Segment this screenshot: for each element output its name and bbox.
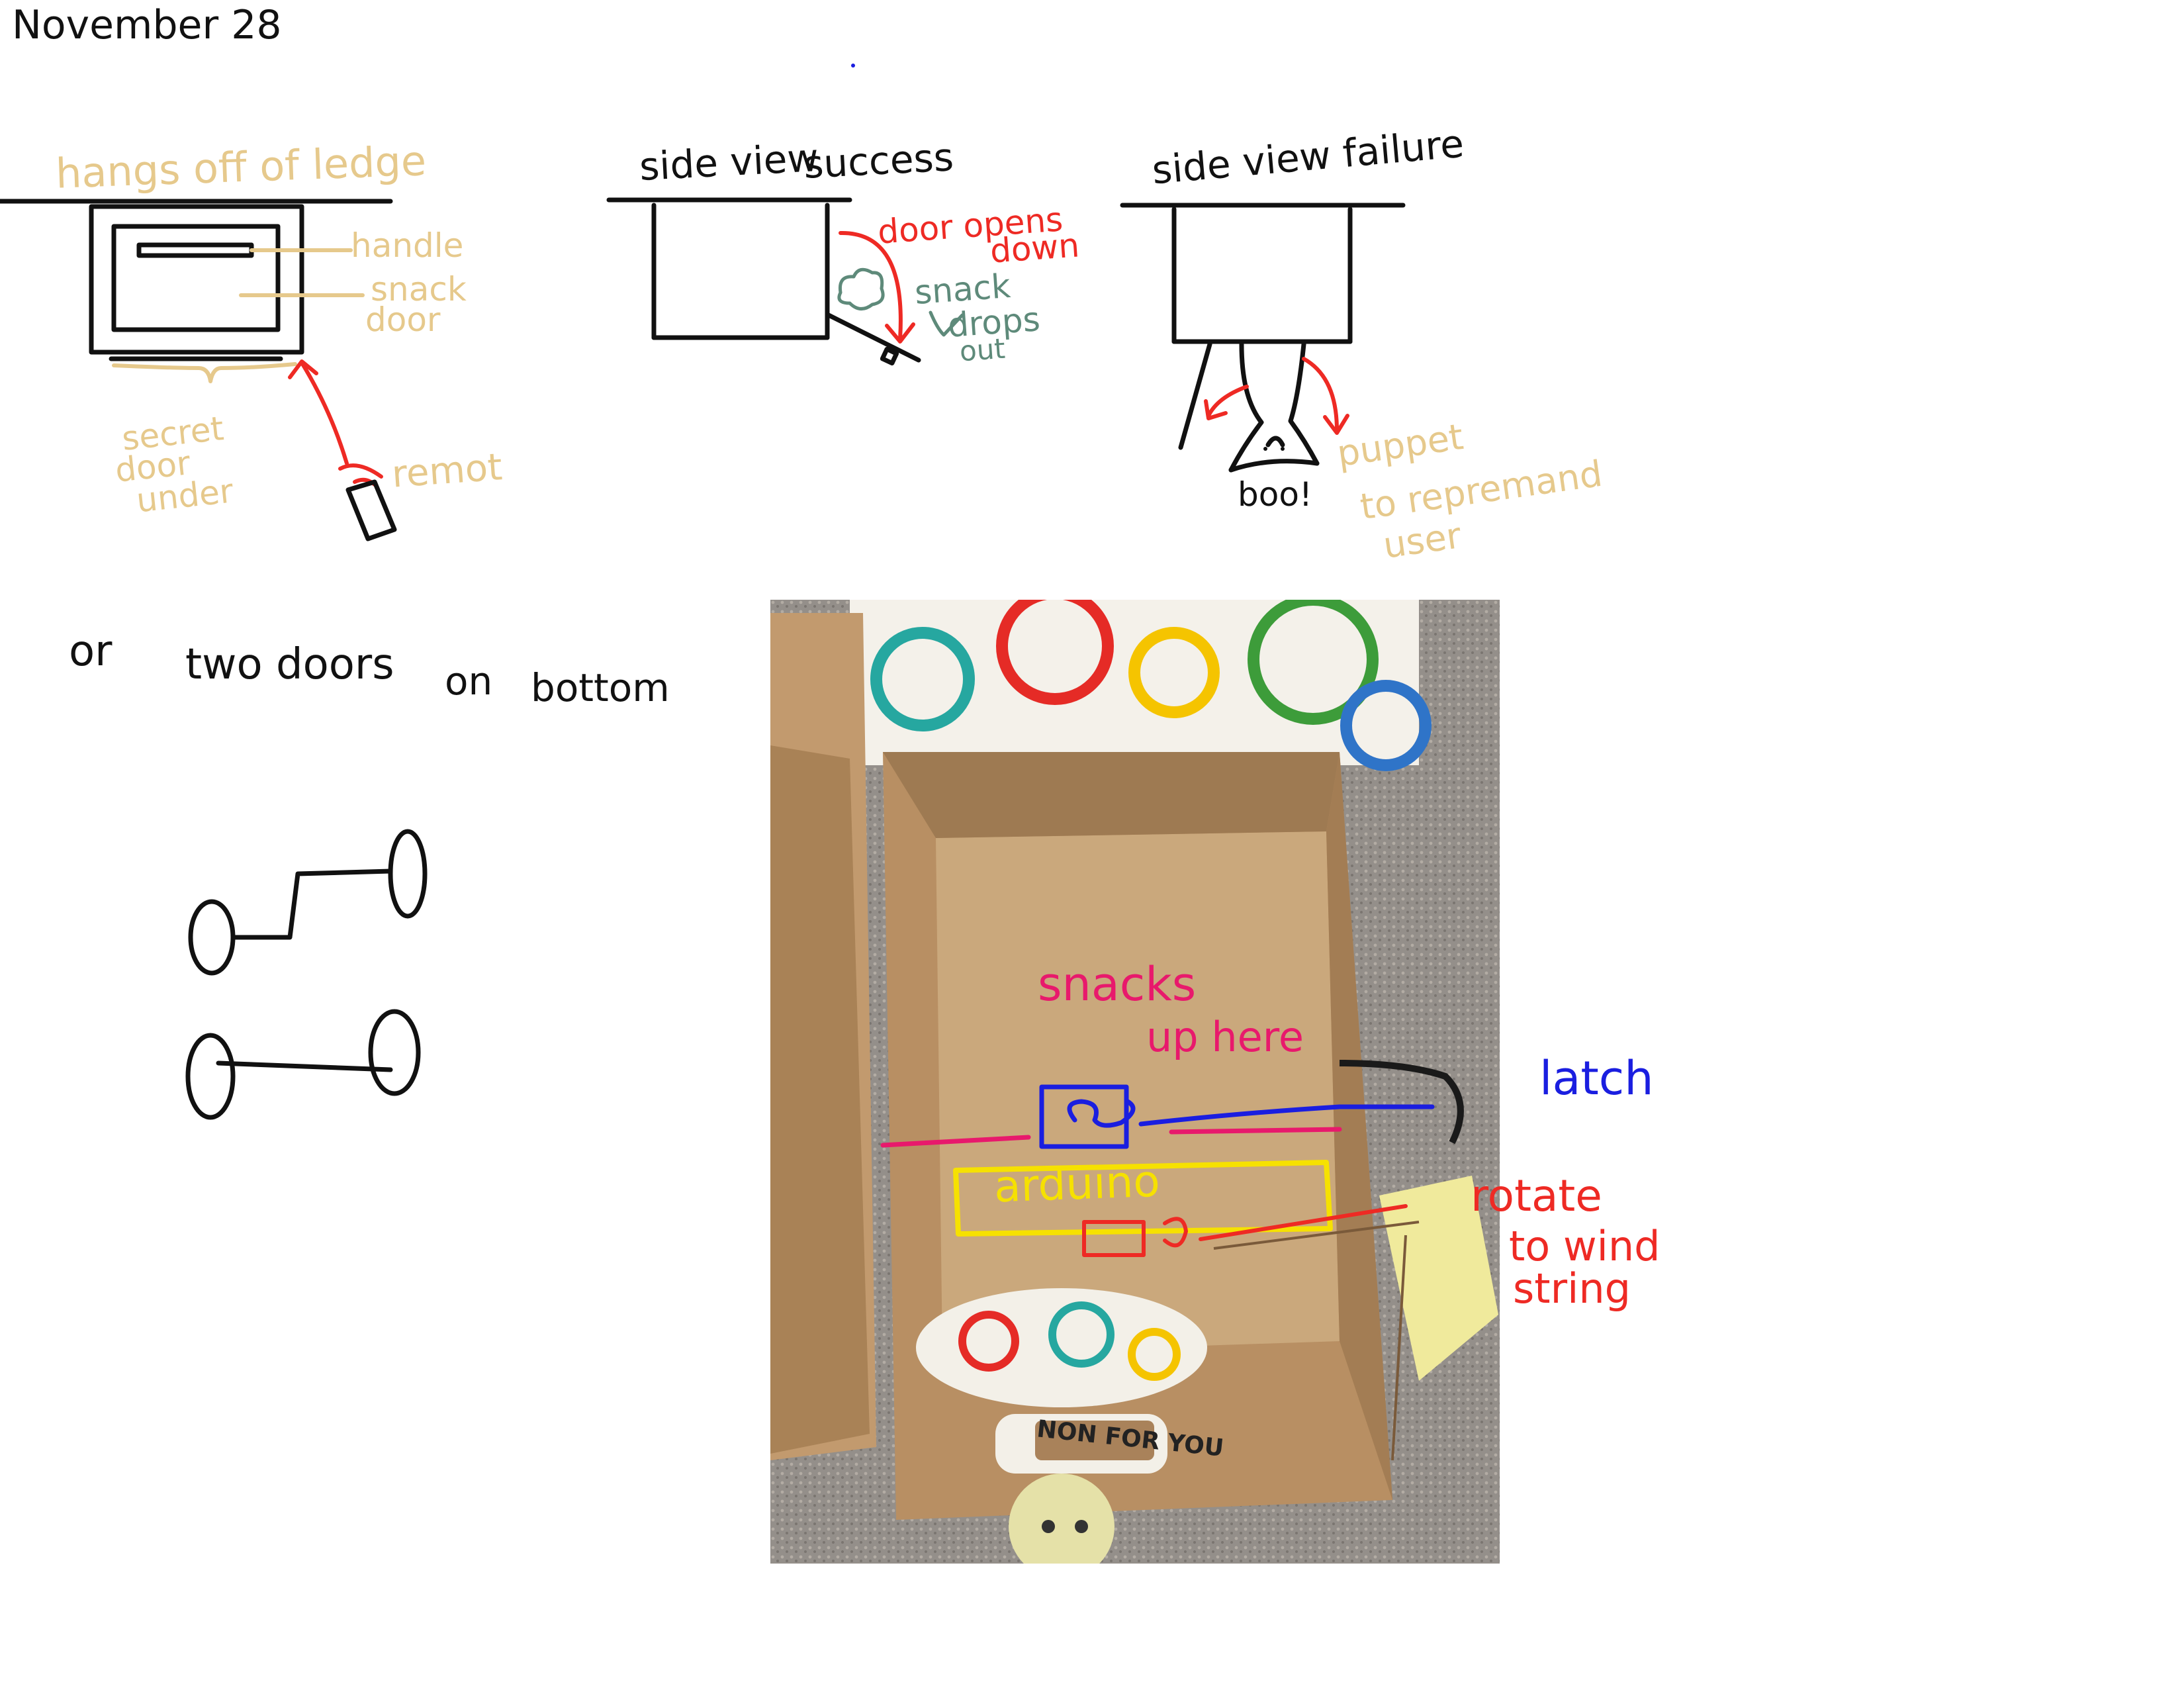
- stray-dot: [851, 64, 855, 68]
- snack-door-label-1: snack: [371, 270, 467, 308]
- snack-door-label-2: door: [365, 301, 441, 339]
- date-heading: November 28: [12, 2, 282, 48]
- rotate-label-3: string: [1513, 1264, 1631, 1313]
- prototype-photo: NON FOR YOU: [770, 600, 1500, 1564]
- side-view-failure-sketch: [1120, 203, 1406, 473]
- front-title: hangs off of ledge: [54, 136, 428, 198]
- two-doors-words: two doors: [185, 640, 394, 689]
- bottom-word: bottom: [531, 665, 670, 710]
- or-word: or: [69, 627, 113, 676]
- success-title-2: success: [802, 134, 955, 187]
- puppet-label-3: user: [1381, 514, 1464, 567]
- side-view-success-sketch: [606, 197, 964, 366]
- snacks-label-2: up here: [1146, 1013, 1304, 1061]
- rotate-label-2: to wind: [1509, 1222, 1661, 1270]
- latch-label: latch: [1539, 1051, 1654, 1105]
- door-opens-label-2: down: [989, 226, 1081, 271]
- front-view-sketch: [0, 199, 393, 487]
- failure-title: side view failure: [1150, 120, 1466, 193]
- rotate-label-1: rotate: [1471, 1170, 1602, 1221]
- snacks-label-1: snacks: [1038, 957, 1197, 1011]
- handle-label: handle: [351, 226, 464, 265]
- success-title-1: side view: [638, 134, 820, 190]
- secret-label-3: under: [134, 471, 236, 520]
- remote-icon: [345, 479, 397, 541]
- on-word: on: [445, 659, 493, 704]
- arduino-label: arduino: [993, 1155, 1161, 1213]
- boo-label: boo!: [1238, 475, 1312, 514]
- snack-drops-label-3: out: [958, 332, 1007, 368]
- remote-label: remot: [390, 445, 504, 496]
- two-doors-sketch: [185, 829, 428, 1120]
